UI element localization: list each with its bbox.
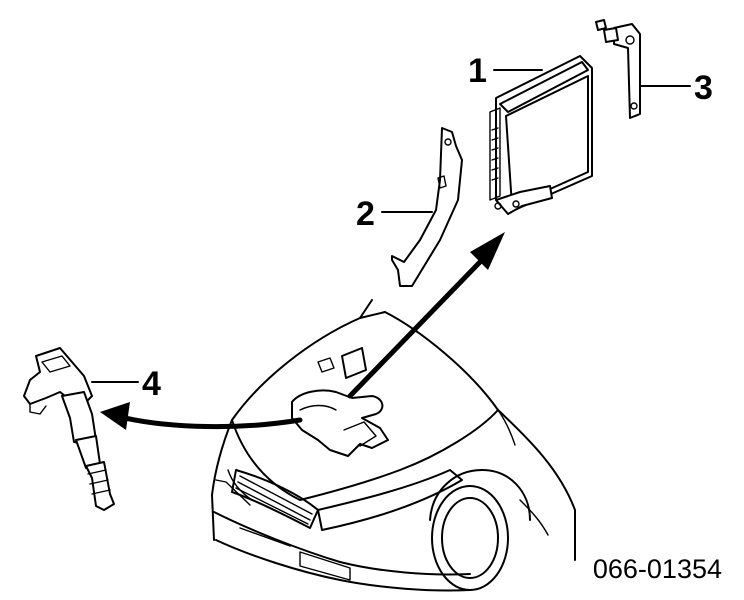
mounting-bracket [391,127,463,287]
ignition-coil [23,347,115,511]
figure-code: 066-01354 [593,554,722,584]
ecu-module [489,55,593,215]
callout-3: 3 [694,69,713,107]
callout-2: 2 [356,195,375,233]
arrow-to-ignition-coil [100,402,303,430]
car-front-illustration [211,299,576,592]
callout-1: 1 [468,52,487,90]
callout-4: 4 [142,365,161,403]
arrow-to-ecu [347,232,505,399]
bracket-with-bolt [595,19,641,119]
